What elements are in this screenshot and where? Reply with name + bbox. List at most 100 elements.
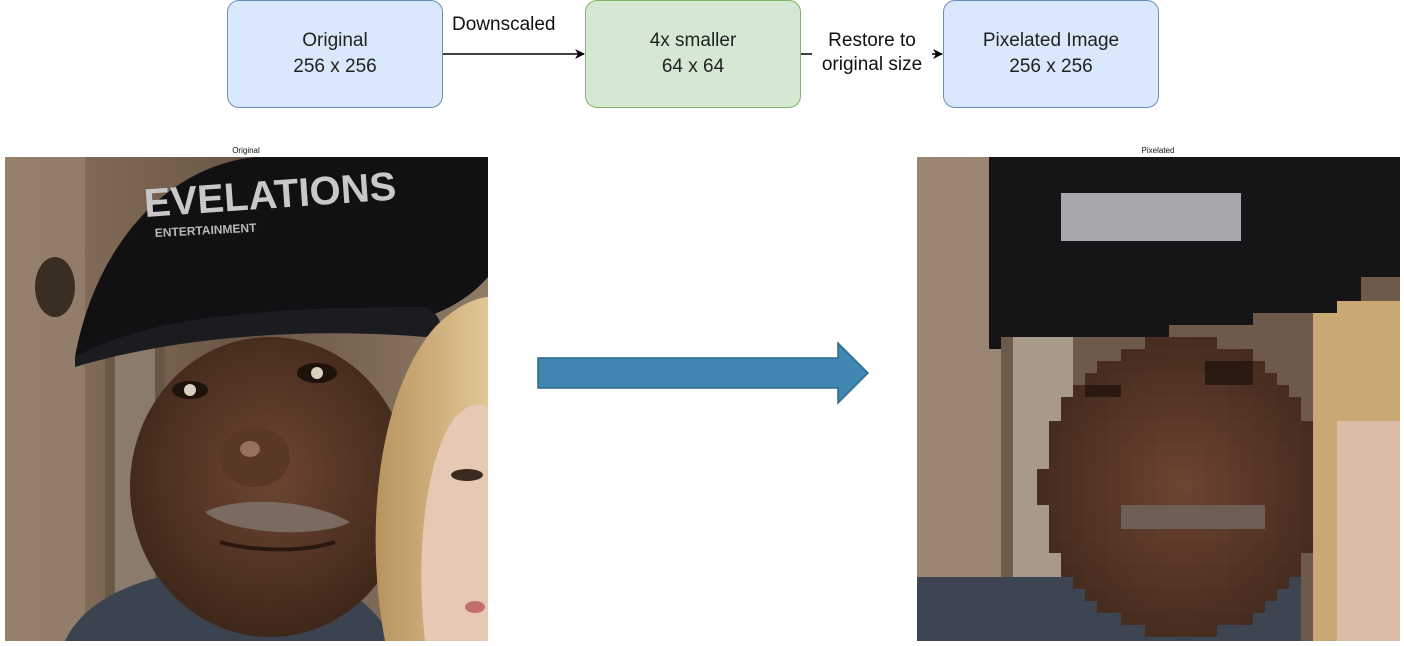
pixel-block: [977, 589, 989, 601]
pixel-block: [1349, 193, 1361, 205]
pixel-block: [1265, 385, 1277, 397]
pixel-block: [1133, 373, 1145, 385]
pixel-block: [953, 157, 965, 169]
pixel-block: [1013, 493, 1025, 505]
pixel-block: [1193, 409, 1205, 421]
pixel-block: [1361, 409, 1373, 421]
pixel-block: [1241, 553, 1253, 565]
pixel-block: [1337, 553, 1349, 565]
pixel-block: [1157, 253, 1169, 265]
pixel-block: [1121, 565, 1133, 577]
pixel-block: [1277, 277, 1289, 289]
pixel-block: [1037, 493, 1049, 505]
pixel-block: [1037, 193, 1049, 205]
pixel-block: [1025, 517, 1037, 529]
pixel-block: [1085, 469, 1097, 481]
pixel-block: [1373, 205, 1385, 217]
pixel-block: [1049, 541, 1061, 553]
pixel-block: [1277, 205, 1289, 217]
pixel-block: [1109, 301, 1121, 313]
pixel-block: [1037, 253, 1049, 265]
pixel-block: [1373, 445, 1385, 457]
pixel-block: [977, 157, 989, 169]
pixel-block: [941, 217, 953, 229]
pixel-block: [1073, 577, 1085, 589]
pixel-block: [1037, 325, 1049, 337]
pixel-block: [1373, 361, 1385, 373]
pixel-block: [1397, 553, 1400, 565]
pixel-block: [1337, 397, 1349, 409]
pixel-block: [1361, 565, 1373, 577]
pixel-block: [953, 313, 965, 325]
pixel-block: [977, 181, 989, 193]
pixel-block: [1097, 313, 1109, 325]
pixel-block: [1013, 397, 1025, 409]
pixel-block: [1133, 457, 1145, 469]
pixel-block: [1217, 373, 1229, 385]
pixel-block: [1145, 361, 1157, 373]
pixel-block: [1217, 541, 1229, 553]
pixel-block: [929, 493, 941, 505]
pixel-block: [1169, 193, 1181, 205]
pixel-block: [929, 469, 941, 481]
pixel-block: [1253, 205, 1265, 217]
pixel-block: [1073, 529, 1085, 541]
pixel-block: [1385, 469, 1397, 481]
pixel-block: [1385, 613, 1397, 625]
pixel-block: [917, 481, 929, 493]
pixel-block: [1397, 625, 1400, 637]
pixel-block: [965, 469, 977, 481]
pixel-block: [1337, 481, 1349, 493]
pixel-block: [1385, 301, 1397, 313]
pixel-block: [1313, 313, 1325, 325]
pixel-block: [1373, 457, 1385, 469]
pixel-block: [1169, 217, 1181, 229]
pixel-block: [1241, 637, 1253, 641]
pixel-block: [1181, 265, 1193, 277]
pixel-block: [1073, 313, 1085, 325]
pixel-block: [1289, 277, 1301, 289]
pixel-block: [1385, 157, 1397, 169]
pixel-block: [1217, 349, 1229, 361]
pixel-block: [1337, 349, 1349, 361]
pixel-block: [941, 373, 953, 385]
pixel-block: [1049, 205, 1061, 217]
pixel-block: [965, 301, 977, 313]
pixel-block: [1253, 217, 1265, 229]
pixel-block: [1301, 409, 1313, 421]
pixel-block: [1097, 613, 1109, 625]
pixel-block: [1337, 625, 1349, 637]
pixel-block: [1277, 529, 1289, 541]
pixel-block: [1253, 589, 1265, 601]
pixel-block: [965, 577, 977, 589]
pixel-block: [941, 493, 953, 505]
pixel-block: [1265, 397, 1277, 409]
pixel-block: [953, 325, 965, 337]
pixel-block: [1193, 541, 1205, 553]
pixel-block: [989, 577, 1001, 589]
pixel-block: [1229, 577, 1241, 589]
pixel-block: [977, 433, 989, 445]
pixel-block: [1349, 553, 1361, 565]
pixel-block: [1229, 433, 1241, 445]
pixel-block: [1169, 409, 1181, 421]
pixel-block: [1373, 229, 1385, 241]
pixel-block: [1397, 313, 1400, 325]
pixel-block: [1229, 457, 1241, 469]
pixel-block: [1133, 469, 1145, 481]
pixel-block: [1145, 493, 1157, 505]
pixel-block: [1025, 601, 1037, 613]
pixel-block: [1337, 301, 1349, 313]
pixel-block: [1289, 289, 1301, 301]
pixel-block: [1097, 337, 1109, 349]
pixel-block: [1001, 409, 1013, 421]
pixel-block: [1133, 433, 1145, 445]
pixel-block: [1349, 289, 1361, 301]
pixel-block: [1169, 385, 1181, 397]
pixel-block: [1013, 433, 1025, 445]
pixel-block: [941, 565, 953, 577]
pixel-block: [1193, 373, 1205, 385]
pixel-block: [941, 157, 953, 169]
pixel-block: [1073, 253, 1085, 265]
pixel-block: [1145, 301, 1157, 313]
